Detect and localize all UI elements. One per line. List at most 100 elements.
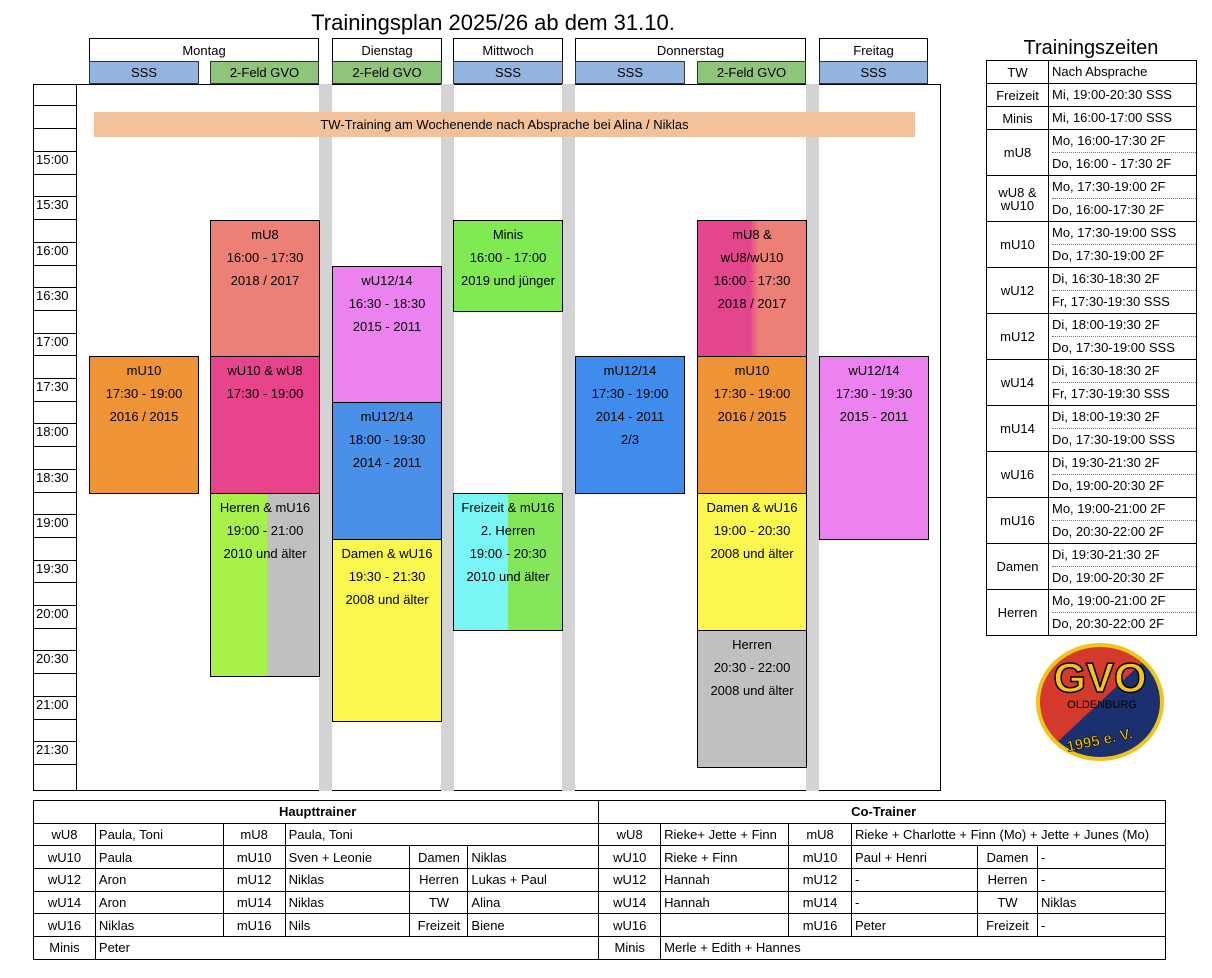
block-line: Damen & wU16 [706, 500, 798, 515]
time-slot: Di, 16:30-18:30 2F [1052, 271, 1160, 286]
block-line: 2010 und älter [466, 569, 550, 584]
trainer-name: - [1036, 913, 1167, 938]
table-row: wU16 Niklas mU16 Nils Freizeit Biene wU1… [33, 913, 1167, 938]
hall-header-gvo: 2-Feld GVO [697, 61, 806, 84]
block-line: mU10 [734, 363, 770, 378]
time-slots: Nach Absprache [1048, 60, 1197, 84]
time-row-empty [33, 765, 77, 791]
block-line: 2014 - 2011 [595, 409, 665, 424]
training-block-mo-mu8[interactable]: mU8 16:00 - 17:30 2018 / 2017 [210, 220, 320, 357]
table-row: wU8 Paula, Toni mU8 Paula, Toni wU8 Riek… [33, 822, 1166, 847]
hall-header-sss: SSS [89, 61, 199, 84]
block-line: Herren [732, 637, 772, 652]
time-slots: Mi, 19:00-20:30 SSS [1048, 83, 1197, 107]
time-slot: Nach Absprache [1052, 64, 1148, 79]
training-block-do-mu8-wu8-wu10[interactable]: mU8 & wU8/wU10 16:00 - 17:30 2018 / 2017 [697, 220, 807, 357]
team-label: wU8 & wU10 [986, 175, 1049, 222]
training-block-do-herren[interactable]: Herren 20:30 - 22:00 2008 und älter [697, 630, 807, 768]
gvo-logo: GVO OLDENBURG 1995 e. V. [1036, 643, 1164, 761]
block-line: wU8/wU10 [720, 250, 784, 265]
block-line: Herren & mU16 [219, 500, 311, 515]
training-block-do-damen-wu16[interactable]: Damen & wU16 19:00 - 20:30 2008 und älte… [697, 493, 807, 631]
trainer-name: Paula, Toni [284, 822, 600, 847]
time-row-empty [33, 356, 77, 379]
team-label: mU14 [788, 890, 852, 915]
hall-header-sss: SSS [819, 61, 928, 84]
block-line: mU8 & [732, 227, 772, 242]
hall-header-sss: SSS [575, 61, 685, 84]
trainer-name: - [851, 868, 978, 892]
team-label: mU16 [986, 497, 1049, 544]
block-line: 17:30 - 19:30 [835, 386, 913, 401]
training-block-mo-mu10[interactable]: mU10 17:30 - 19:00 2016 / 2015 [89, 356, 199, 494]
time-slot: Do, 16:00 - 17:30 2F [1052, 152, 1196, 175]
team-label: Damen [409, 845, 469, 870]
time-row-empty [33, 402, 77, 424]
trainer-name: Niklas [94, 913, 224, 938]
table-row: Haupttrainer Co-Trainer [32, 800, 1166, 824]
time-label: 17:00 [33, 334, 77, 356]
training-block-do-mu12-14[interactable]: mU12/14 17:30 - 19:00 2014 - 2011 2/3 [575, 356, 685, 494]
team-label: wU16 [598, 913, 662, 938]
trainer-name: Sven + Leonie [284, 845, 411, 870]
block-line: 2008 und älter [710, 546, 794, 561]
team-label: mU12 [222, 868, 286, 892]
time-label: 15:00 [33, 152, 77, 175]
hall-header-sss: SSS [453, 61, 563, 84]
block-line: 2. Herren [480, 523, 536, 538]
time-row-empty [33, 175, 77, 197]
time-label: 18:00 [33, 424, 77, 447]
training-block-mi-minis[interactable]: Minis 16:00 - 17:00 2019 und jünger [453, 220, 563, 312]
training-block-di-damen-wu16[interactable]: Damen & wU16 19:30 - 21:30 2008 und älte… [332, 539, 442, 722]
day-header-mittwoch: Mittwoch [453, 38, 563, 61]
team-label: mU12 [986, 313, 1049, 360]
trainer-name: - [851, 890, 978, 915]
training-times-title: Trainingszeiten [1023, 37, 1159, 59]
team-label: wU10 [33, 845, 96, 870]
block-line: 16:00 - 17:30 [226, 250, 304, 265]
time-label: 20:00 [33, 606, 77, 629]
training-block-do-mu10[interactable]: mU10 17:30 - 19:00 2016 / 2015 [697, 356, 807, 494]
block-line: 16:00 - 17:00 [469, 250, 547, 265]
trainer-name: Rieke + Charlotte + Finn (Mo) + Jette + … [851, 822, 1166, 847]
trainer-name: Aron [94, 868, 224, 892]
trainer-name: Paula [94, 845, 224, 870]
training-block-mo-herren-mu16[interactable]: Herren & mU16 19:00 - 21:00 2010 und ält… [210, 493, 320, 677]
team-label: mU16 [222, 913, 286, 938]
training-block-fr-wu12-14[interactable]: wU12/14 17:30 - 19:30 2015 - 2011 [819, 356, 929, 540]
team-label: mU10 [222, 845, 286, 870]
block-line: 16:00 - 17:30 [713, 273, 791, 288]
training-block-di-wu12-14[interactable]: wU12/14 16:30 - 18:30 2015 - 2011 [332, 266, 442, 403]
training-block-mo-wu10-wu8[interactable]: wU10 & wU8 17:30 - 19:00 [210, 356, 320, 494]
block-line: 2008 und älter [710, 683, 794, 698]
training-block-mi-freizeit-mu16[interactable]: Freizeit & mU16 2. Herren 19:00 - 20:30 … [453, 493, 563, 631]
time-slot: Di, 19:30-21:30 2F [1052, 547, 1160, 562]
time-row-empty [33, 720, 77, 742]
block-line: 2/3 [620, 432, 640, 447]
time-row-empty [33, 220, 77, 243]
team-label: wU14 [986, 359, 1049, 406]
block-line: mU8 [251, 227, 279, 242]
time-slot: Di, 16:30-18:30 2F [1052, 363, 1160, 378]
time-label: 20:30 [33, 651, 77, 674]
time-slot: Do, 19:00-20:30 2F [1052, 566, 1196, 589]
time-label: 17:30 [33, 379, 77, 402]
trainer-name: Niklas [467, 845, 600, 870]
training-block-di-mu12-14[interactable]: mU12/14 18:00 - 19:30 2014 - 2011 [332, 402, 442, 540]
block-line: 19:30 - 21:30 [348, 569, 426, 584]
team-label: mU16 [788, 913, 852, 938]
time-label: 15:30 [33, 197, 77, 220]
time-label: 16:30 [33, 288, 77, 311]
day-header-donnerstag: Donnerstag [575, 38, 806, 61]
